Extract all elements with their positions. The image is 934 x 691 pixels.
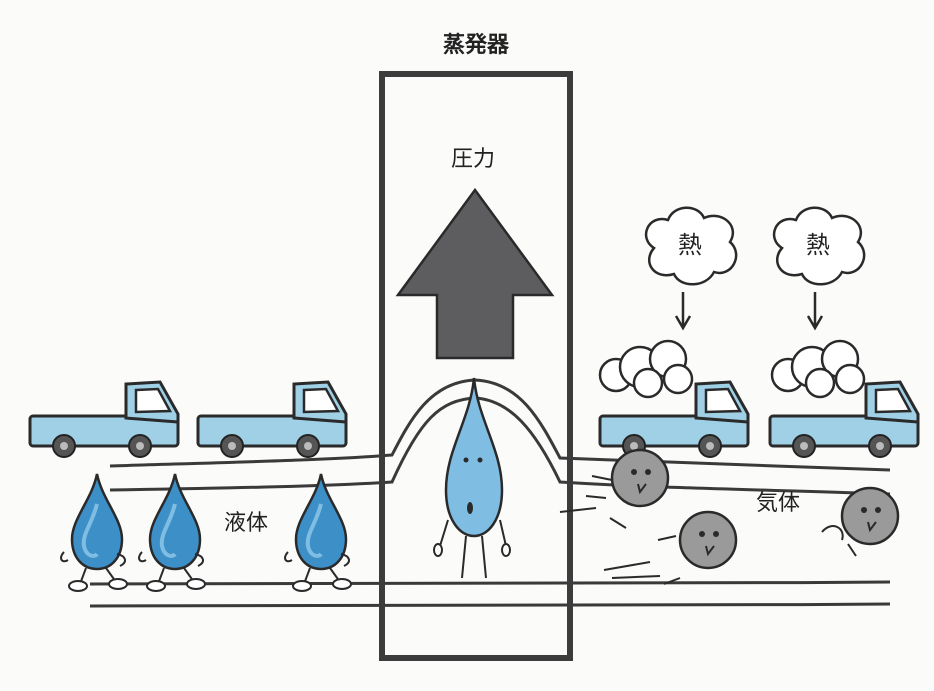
gas-particle-icon — [840, 486, 900, 546]
water-drop-icon — [137, 472, 207, 593]
gas-particle-icon — [610, 448, 670, 508]
pressure-arrow-icon — [395, 187, 555, 360]
pressure-label: 圧力 — [451, 147, 495, 172]
steam-cargo — [598, 339, 694, 399]
evaporating-drop-icon — [433, 377, 511, 579]
truck-icon — [196, 380, 348, 459]
motion-lines — [821, 525, 857, 557]
water-drop-icon — [283, 472, 353, 593]
motion-lines — [559, 475, 627, 529]
heat-label-left: 熱 — [678, 231, 702, 259]
down-arrow-icon — [806, 292, 824, 331]
gas-particle-icon — [678, 510, 738, 570]
truck-icon — [768, 380, 920, 459]
truck-icon — [28, 380, 180, 459]
motion-lines — [603, 535, 681, 585]
down-arrow-icon — [674, 292, 692, 331]
liquid-label: 液体 — [224, 511, 268, 536]
heat-label-right: 熱 — [806, 231, 830, 259]
steam-cargo — [770, 339, 866, 399]
water-drop-icon — [59, 472, 129, 593]
evaporator-label: 蒸発器 — [443, 33, 510, 58]
gas-label: 気体 — [756, 491, 800, 516]
evaporator-box — [379, 71, 573, 661]
